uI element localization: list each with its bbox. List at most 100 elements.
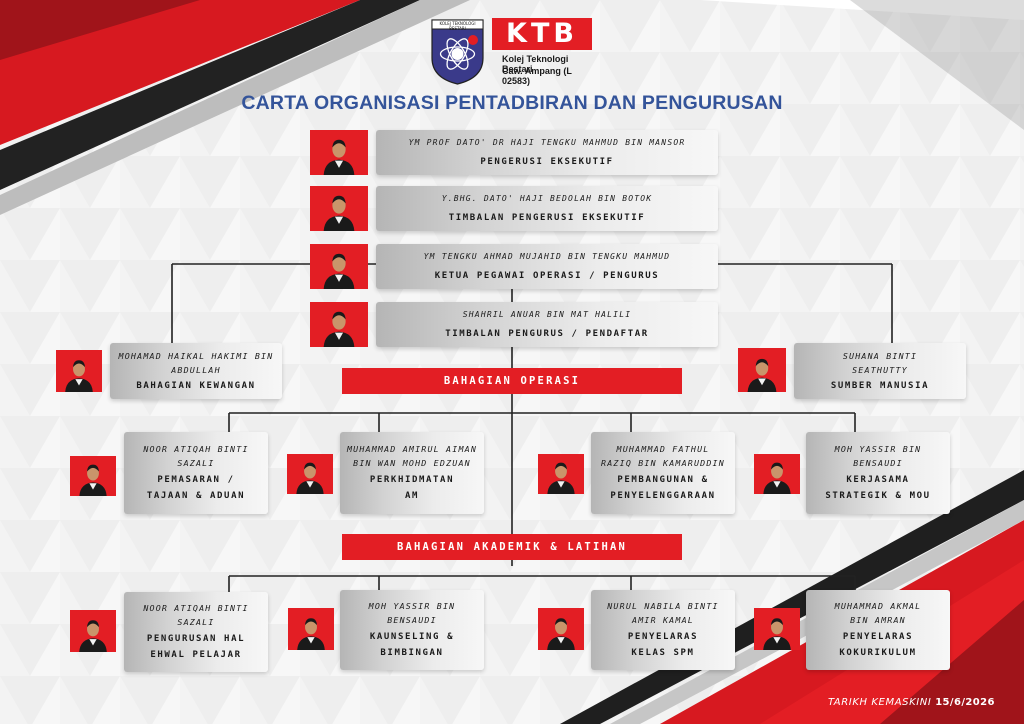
person-portrait-icon: [65, 360, 93, 392]
avatar-akademik-3: [538, 608, 584, 650]
staff-name-line1: NOOR ATIQAH BINTI: [143, 444, 249, 454]
person-portrait-icon: [79, 620, 107, 652]
staff-position: TIMBALAN PENGURUS / PENDAFTAR: [445, 328, 649, 339]
staff-name-line2: RAZIQ BIN KAMARUDDIN: [601, 458, 725, 468]
staff-card-finance: MOHAMAD HAIKAL HAKIMI BIN ABDULLAH BAHAG…: [110, 343, 282, 399]
staff-position-line2: STRATEGIK & MOU: [825, 491, 931, 501]
section-band-akademik: BAHAGIAN AKADEMIK & LATIHAN: [342, 534, 682, 560]
staff-position: KETUA PEGAWAI OPERASI / PENGURUS: [434, 270, 660, 281]
staff-position-line2: EHWAL PELAJAR: [150, 650, 242, 660]
staff-position-line1: PERKHIDMATAN: [369, 475, 455, 485]
staff-card-akademik-4: MUHAMMAD AKMAL BIN AMRAN PENYELARAS KOKU…: [806, 590, 950, 670]
logo-acronym: KTB: [492, 18, 592, 50]
staff-position-line2: PENYELENGGARAAN: [610, 491, 716, 501]
avatar-operasi-2: [287, 454, 333, 494]
staff-name-line1: MUHAMMAD FATHUL: [616, 444, 710, 454]
person-portrait-icon: [747, 358, 777, 392]
avatar-akademik-1: [70, 610, 116, 652]
staff-position-line1: PENYELARAS: [627, 632, 699, 642]
staff-card-deputy-chairman: Y.BHG. DATO' HAJI BEDOLAH BIN BOTOK TIMB…: [376, 186, 718, 231]
person-portrait-icon: [323, 311, 355, 347]
staff-name-line2: SAZALI: [177, 458, 215, 468]
staff-card-chairman: YM PROF DATO' DR HAJI TENGKU MAHMUD BIN …: [376, 130, 718, 175]
person-portrait-icon: [763, 618, 791, 650]
staff-position: TIMBALAN PENGERUSI EKSEKUTIF: [448, 212, 646, 223]
staff-name: SHAHRIL ANUAR BIN MAT HALILI: [462, 309, 632, 319]
staff-position: PENGERUSI EKSEKUTIF: [480, 156, 614, 167]
avatar-top-2: [310, 186, 368, 231]
staff-card-akademik-3: NURUL NABILA BINTI AMIR KAMAL PENYELARAS…: [591, 590, 735, 670]
staff-name-line1: NOOR ATIQAH BINTI: [143, 603, 249, 613]
section-band-operasi: BAHAGIAN OPERASI: [342, 368, 682, 394]
page-title: CARTA ORGANISASI PENTADBIRAN DAN PENGURU…: [241, 92, 783, 114]
staff-name-line1: MUHAMMAD AKMAL: [834, 601, 922, 611]
staff-name-line2: AMIR KAMAL: [632, 615, 694, 625]
person-portrait-icon: [547, 618, 575, 650]
avatar-akademik-4: [754, 608, 800, 650]
staff-name-line2: SAZALI: [177, 617, 215, 627]
staff-position-line1: PENYELARAS: [842, 632, 914, 642]
staff-name-line2: BIN AMRAN: [850, 615, 906, 625]
staff-position-line2: KELAS SPM: [631, 648, 695, 658]
staff-name: Y.BHG. DATO' HAJI BEDOLAH BIN BOTOK: [441, 193, 653, 203]
staff-card-operasi-1: NOOR ATIQAH BINTI SAZALI PEMASARAN / TAJ…: [124, 432, 268, 514]
updated-date-footer: TARIKH KEMASKINI 15/6/2026: [828, 697, 995, 708]
staff-name-line1: SUHANA BINTI: [842, 350, 918, 361]
staff-card-akademik-2: MOH YASSIR BIN BENSAUDI KAUNSELING & BIM…: [340, 590, 484, 670]
person-portrait-icon: [79, 464, 107, 496]
staff-name-line2: ABDULLAH: [171, 364, 221, 375]
avatar-hr: [738, 348, 786, 392]
person-portrait-icon: [323, 195, 355, 231]
staff-card-deputy-manager: SHAHRIL ANUAR BIN MAT HALILI TIMBALAN PE…: [376, 302, 718, 347]
staff-position-line1: KAUNSELING &: [369, 632, 455, 642]
staff-name-line1: MOHAMAD HAIKAL HAKIMI BIN: [118, 350, 274, 361]
person-portrait-icon: [323, 253, 355, 289]
avatar-operasi-1: [70, 456, 116, 496]
logo-college-name: Kolej Teknologi Bestari: [502, 54, 569, 74]
staff-card-hr: SUHANA BINTI SEATHUTTY SUMBER MANUSIA: [794, 343, 966, 399]
staff-name: YM PROF DATO' DR HAJI TENGKU MAHMUD BIN …: [408, 137, 686, 147]
staff-position-line2: KOKURIKULUM: [839, 648, 917, 658]
avatar-operasi-4: [754, 454, 800, 494]
crest-shield-icon: [431, 19, 484, 85]
staff-name-line2: BIN WAN MOHD EDZUAN: [353, 458, 471, 468]
staff-position-line2: TAJAAN & ADUAN: [146, 491, 246, 501]
staff-card-operasi-3: MUHAMMAD FATHUL RAZIQ BIN KAMARUDDIN PEM…: [591, 432, 735, 514]
staff-name-line1: NURUL NABILA BINTI: [607, 601, 719, 611]
avatar-operasi-3: [538, 454, 584, 494]
staff-name: YM TENGKU AHMAD MUJAHID BIN TENGKU MAHMU…: [423, 251, 671, 261]
person-portrait-icon: [297, 618, 325, 650]
staff-card-operasi-2: MUHAMMAD AMIRUL AIMAN BIN WAN MOHD EDZUA…: [340, 432, 484, 514]
staff-name-line1: MOH YASSIR BIN: [834, 444, 922, 454]
staff-position-line1: PENGURUSAN HAL: [146, 634, 246, 644]
staff-name-line2: BENSAUDI: [853, 458, 903, 468]
avatar-akademik-2: [288, 608, 334, 650]
staff-name-line2: BENSAUDI: [387, 615, 437, 625]
updated-label: TARIKH KEMASKINI: [828, 697, 932, 708]
updated-date: 15/6/2026: [935, 697, 995, 708]
staff-position: BAHAGIAN KEWANGAN: [136, 380, 256, 391]
logo-college-address: Caw. Ampang (L 02583): [502, 66, 572, 86]
staff-position: SUMBER MANUSIA: [830, 380, 930, 391]
staff-position-line1: KERJASAMA: [846, 475, 910, 485]
staff-position-line1: PEMASARAN /: [157, 475, 235, 485]
staff-position-line1: PEMBANGUNAN &: [617, 475, 709, 485]
avatar-top-1: [310, 130, 368, 175]
staff-name-line2: SEATHUTTY: [852, 364, 908, 375]
staff-position-line2: AM: [404, 491, 420, 501]
avatar-top-4: [310, 302, 368, 347]
staff-name-line1: MOH YASSIR BIN: [368, 601, 456, 611]
staff-name-line1: MUHAMMAD AMIRUL AIMAN: [346, 444, 478, 454]
person-portrait-icon: [323, 139, 355, 175]
staff-position-line2: BIMBINGAN: [380, 648, 444, 658]
avatar-finance: [56, 350, 102, 392]
person-portrait-icon: [763, 462, 791, 494]
staff-card-akademik-1: NOOR ATIQAH BINTI SAZALI PENGURUSAN HAL …: [124, 592, 268, 672]
college-logo: KOLEJ TEKNOLOGI BESTARI KTB Kolej Teknol…: [430, 18, 600, 88]
staff-card-operasi-4: MOH YASSIR BIN BENSAUDI KERJASAMA STRATE…: [806, 432, 950, 514]
avatar-top-3: [310, 244, 368, 289]
person-portrait-icon: [296, 462, 324, 494]
crest-text: KOLEJ TEKNOLOGI BESTARI: [439, 21, 476, 31]
staff-card-coo: YM TENGKU AHMAD MUJAHID BIN TENGKU MAHMU…: [376, 244, 718, 289]
person-portrait-icon: [547, 462, 575, 494]
